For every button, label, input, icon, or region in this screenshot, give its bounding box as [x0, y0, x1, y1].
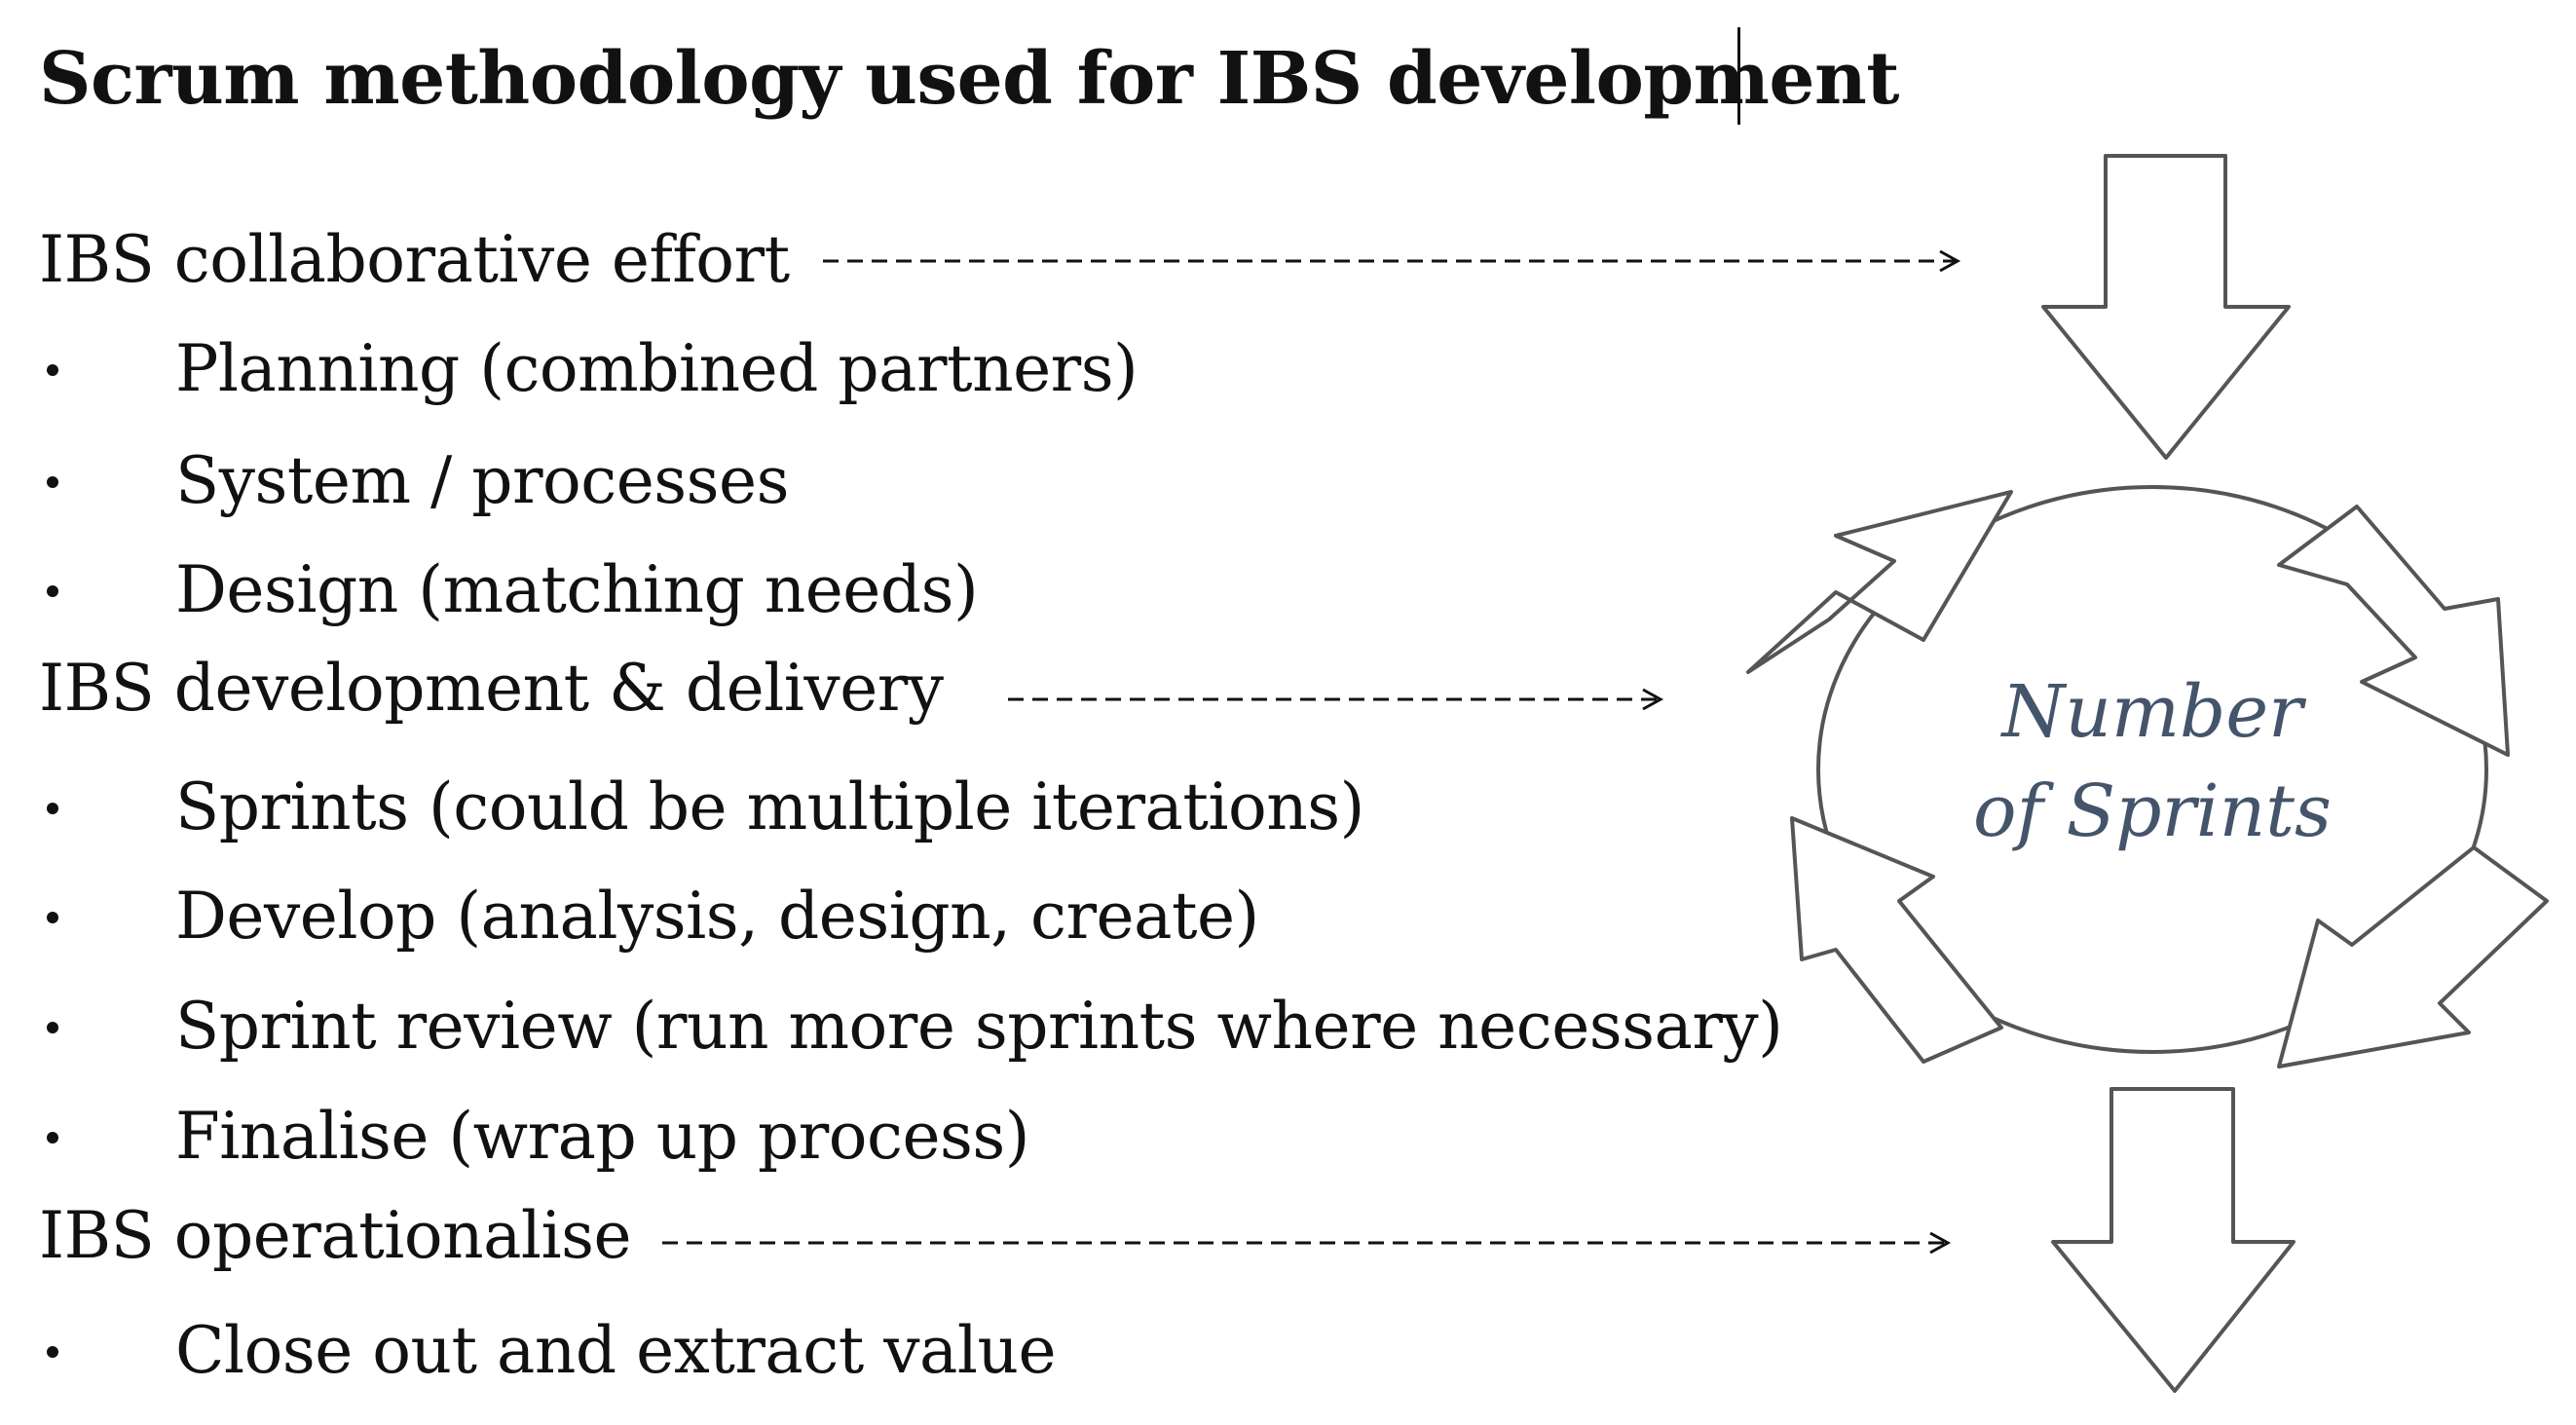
- cycle-arrow-icon: [2277, 845, 2549, 1069]
- cycle-label-line2: of Sprints: [1973, 769, 2332, 853]
- phase-development-delivery: IBS development & delivery: [39, 651, 944, 726]
- list-item-text: Sprints (could be multiple iterations): [175, 769, 1364, 844]
- list-item-text: Finalise (wrap up process): [175, 1099, 1030, 1174]
- bullet-icon: [47, 1022, 58, 1033]
- bullet-icon: [47, 912, 58, 923]
- cycle-arrow-icon: [2277, 505, 2510, 757]
- phase-label: IBS development & delivery: [39, 651, 944, 726]
- cycle-arrow-icon: [1790, 816, 2003, 1064]
- bullet-icon: [47, 585, 58, 597]
- bullet-icon: [47, 476, 58, 488]
- down-arrow-icon: [2051, 1087, 2296, 1393]
- bullet-icon: [47, 803, 58, 814]
- phase-collaborative-effort: IBS collaborative effort: [39, 222, 790, 297]
- list-item-text: Planning (combined partners): [175, 331, 1139, 406]
- bullet-icon: [47, 1346, 58, 1358]
- list-item-text: System / processes: [175, 443, 789, 518]
- bullet-icon: [47, 1132, 58, 1144]
- sprint-cycle-ellipse: [1816, 485, 2488, 1054]
- list-item-text: Develop (analysis, design, create): [175, 879, 1259, 954]
- list-item-text: Design (matching needs): [175, 552, 979, 627]
- bullet-icon: [47, 364, 58, 376]
- cycle-label-line1: Number: [2001, 670, 2303, 754]
- down-arrow-icon: [2041, 154, 2291, 460]
- phase-operationalise: IBS operationalise: [39, 1198, 632, 1273]
- list-item-text: Close out and extract value: [175, 1313, 1057, 1388]
- cycle-arrow-icon: [1746, 490, 2013, 674]
- list-item-text: Sprint review (run more sprints where ne…: [175, 989, 1783, 1064]
- phase-label: IBS operationalise: [39, 1198, 632, 1273]
- text-cursor: [1737, 27, 1740, 125]
- diagram-title: Scrum methodology used for IBS developme…: [39, 37, 1899, 121]
- phase-label: IBS collaborative effort: [39, 222, 790, 297]
